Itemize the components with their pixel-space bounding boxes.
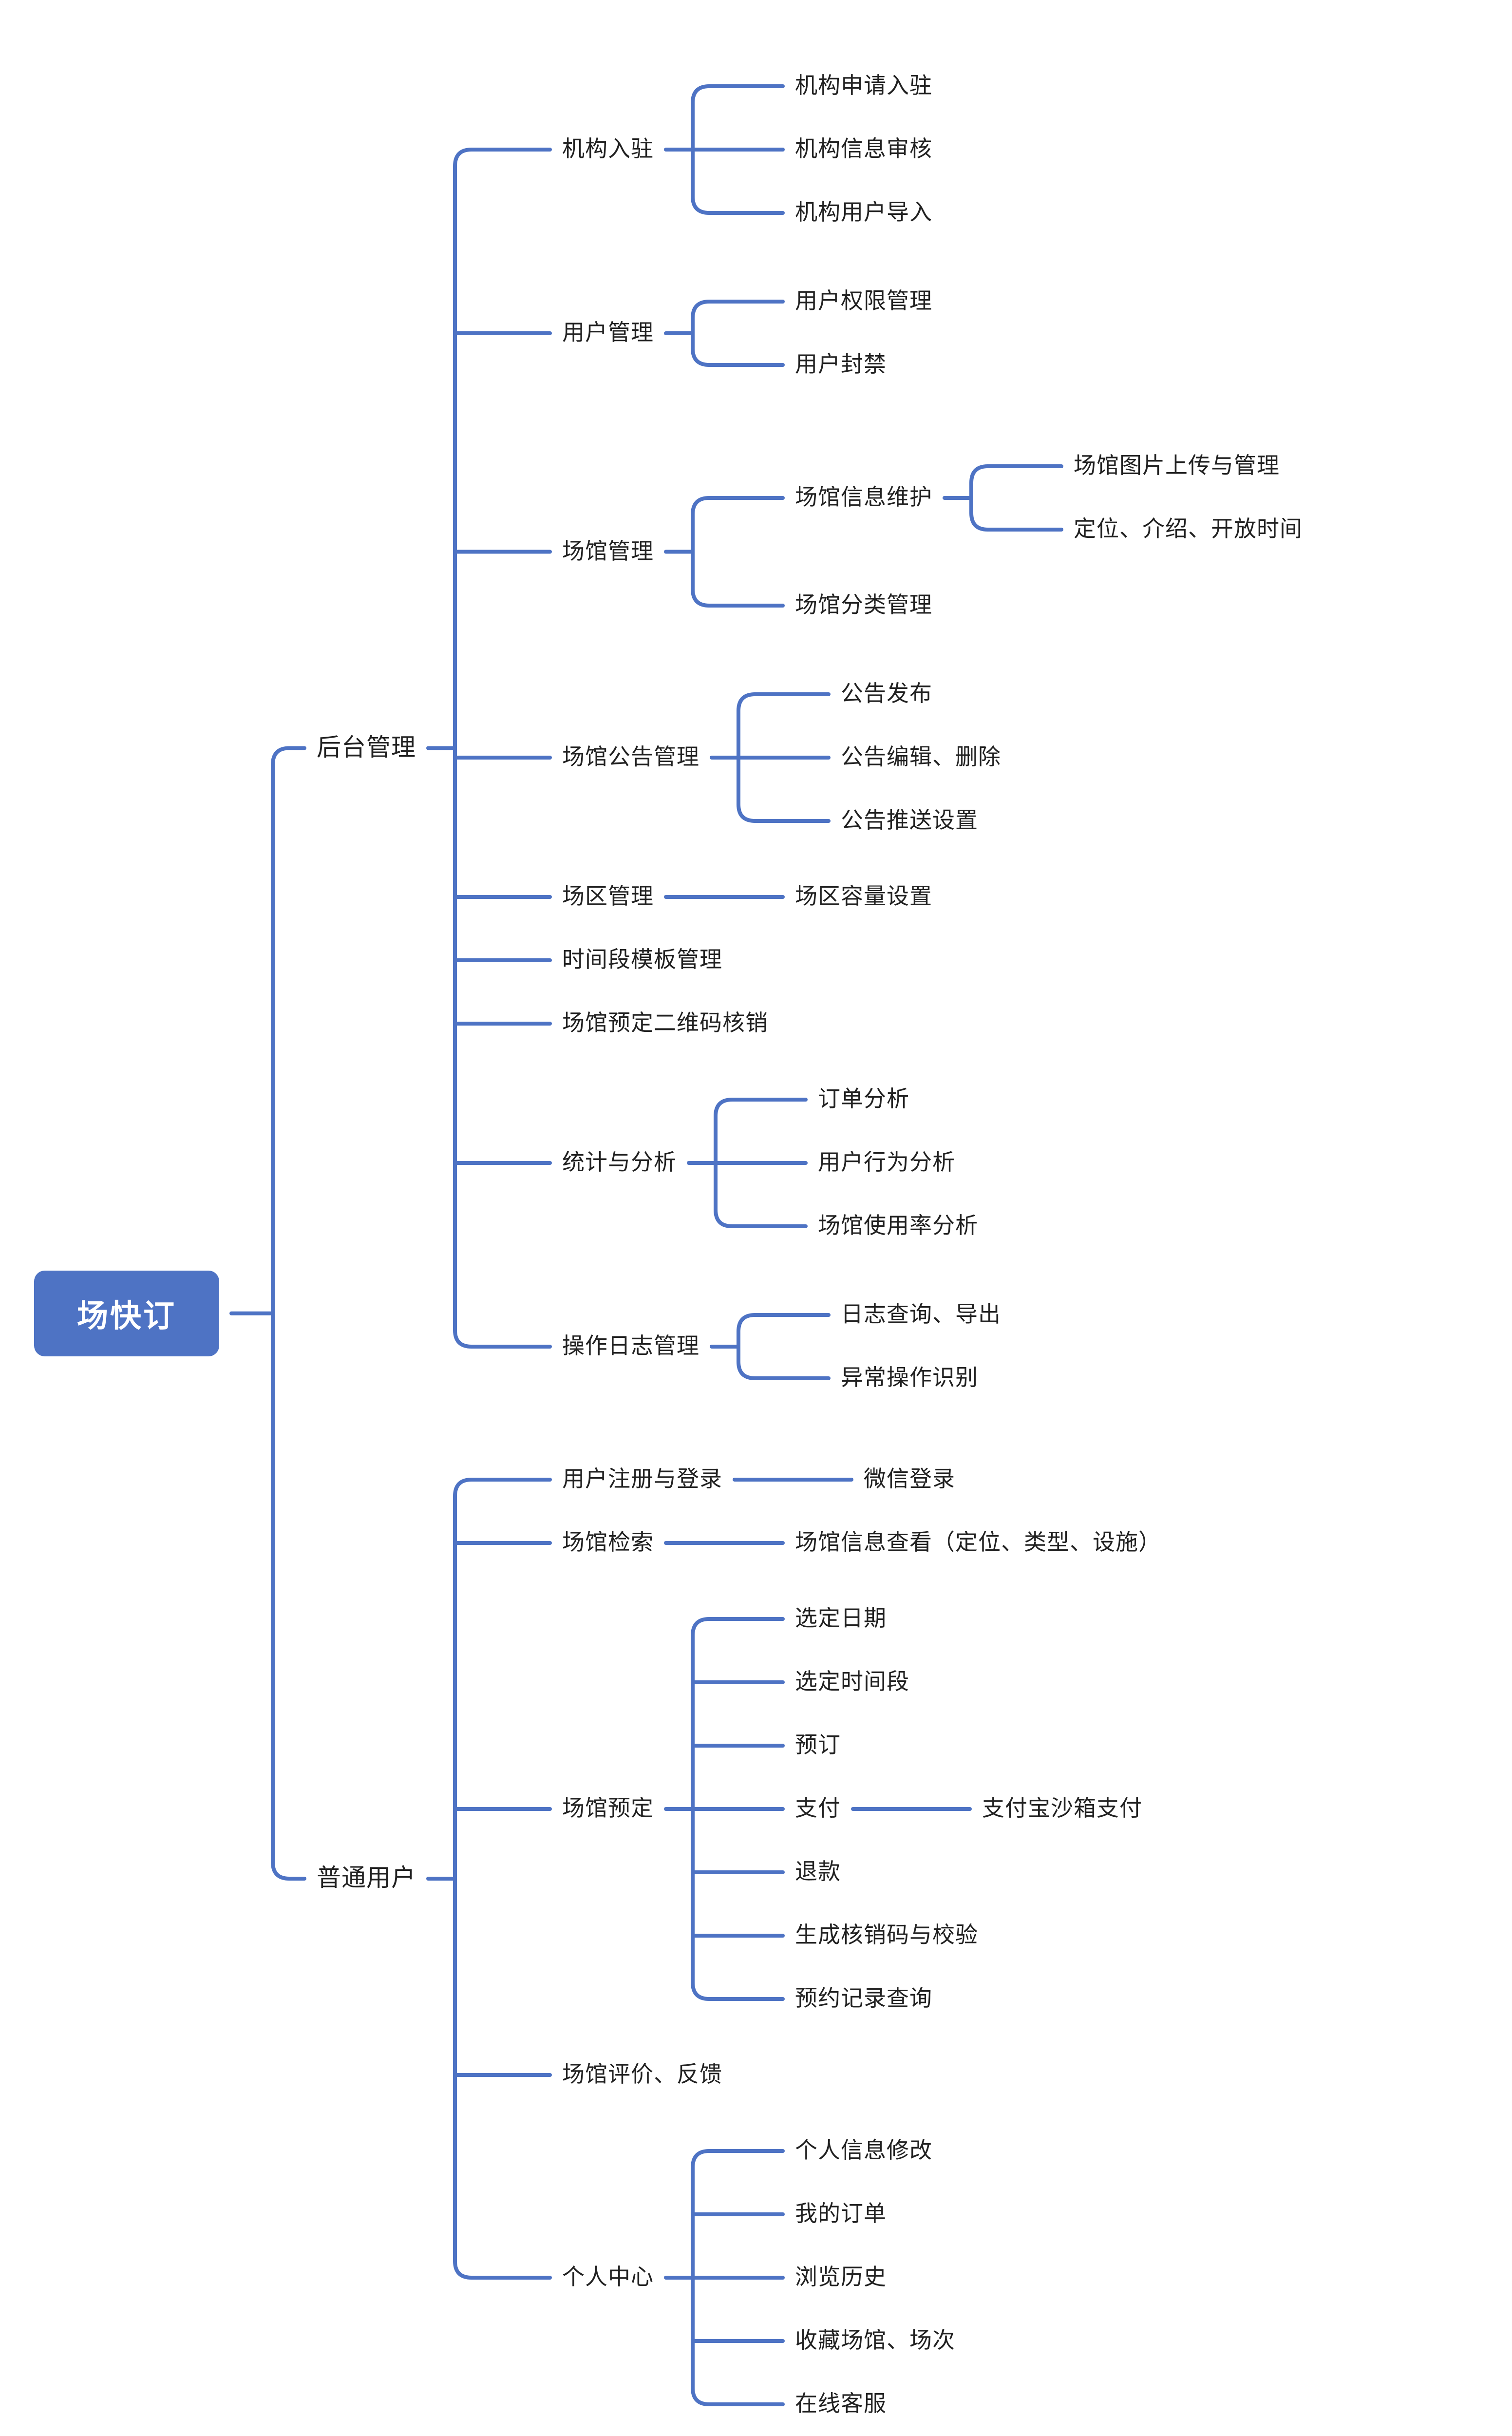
node-label: 场馆预定 <box>562 1795 654 1821</box>
root-node-label: 场快订 <box>77 1298 176 1333</box>
node-label: 微信登录 <box>864 1466 955 1492</box>
node-label: 场馆管理 <box>562 538 654 564</box>
node-label: 机构用户导入 <box>795 199 932 225</box>
node-label: 我的订单 <box>795 2201 887 2227</box>
node-label: 时间段模板管理 <box>562 947 722 972</box>
node-label: 用户管理 <box>562 320 654 345</box>
node-label: 支付宝沙箱支付 <box>982 1795 1142 1821</box>
node-label: 个人中心 <box>562 2264 654 2290</box>
node-label: 场馆预定二维码核销 <box>562 1010 768 1036</box>
node-label: 场馆检索 <box>562 1529 654 1555</box>
node-label: 普通用户 <box>317 1864 416 1891</box>
node-label: 用户行为分析 <box>818 1149 955 1175</box>
node-label: 个人信息修改 <box>795 2137 932 2163</box>
node-label: 定位、介绍、开放时间 <box>1074 516 1303 542</box>
node-label: 操作日志管理 <box>562 1333 699 1359</box>
node-label: 机构申请入驻 <box>795 73 932 98</box>
node-label: 支付 <box>795 1795 841 1821</box>
node-label: 用户权限管理 <box>795 288 932 314</box>
node-label: 机构信息审核 <box>795 136 932 162</box>
node-label: 场馆图片上传与管理 <box>1074 453 1280 478</box>
node-label: 公告推送设置 <box>841 807 978 833</box>
root-node: 场快订 <box>34 1270 219 1356</box>
node-label: 场馆信息查看（定位、类型、设施） <box>795 1529 1161 1555</box>
node-label: 退款 <box>795 1859 841 1884</box>
node-label: 统计与分析 <box>562 1149 677 1175</box>
node-label: 后台管理 <box>317 733 416 761</box>
node-label: 公告编辑、删除 <box>841 744 1001 770</box>
node-label: 订单分析 <box>818 1086 909 1112</box>
node-label: 浏览历史 <box>795 2264 887 2290</box>
node-label: 场区容量设置 <box>795 883 932 909</box>
node-label: 选定时间段 <box>795 1669 909 1694</box>
node-label: 机构入驻 <box>562 136 654 162</box>
node-label: 在线客服 <box>795 2391 887 2417</box>
node-label: 场馆公告管理 <box>562 744 699 770</box>
node-label: 场馆信息维护 <box>795 484 932 510</box>
node-label: 用户注册与登录 <box>562 1466 722 1492</box>
node-label: 场馆使用率分析 <box>818 1213 978 1238</box>
node-label: 日志查询、导出 <box>841 1301 1001 1327</box>
node-label: 场馆评价、反馈 <box>562 2061 722 2087</box>
node-label: 场区管理 <box>562 883 654 909</box>
node-label: 异常操作识别 <box>841 1365 978 1390</box>
node-label: 预约记录查询 <box>795 1985 932 2011</box>
node-label: 用户封禁 <box>795 351 887 377</box>
node-label: 预订 <box>795 1732 841 1758</box>
node-label: 收藏场馆、场次 <box>795 2327 955 2353</box>
node-label: 选定日期 <box>795 1605 887 1631</box>
node-label: 生成核销码与校验 <box>795 1922 978 1948</box>
node-label: 场馆分类管理 <box>795 592 932 618</box>
node-label: 公告发布 <box>841 681 932 706</box>
